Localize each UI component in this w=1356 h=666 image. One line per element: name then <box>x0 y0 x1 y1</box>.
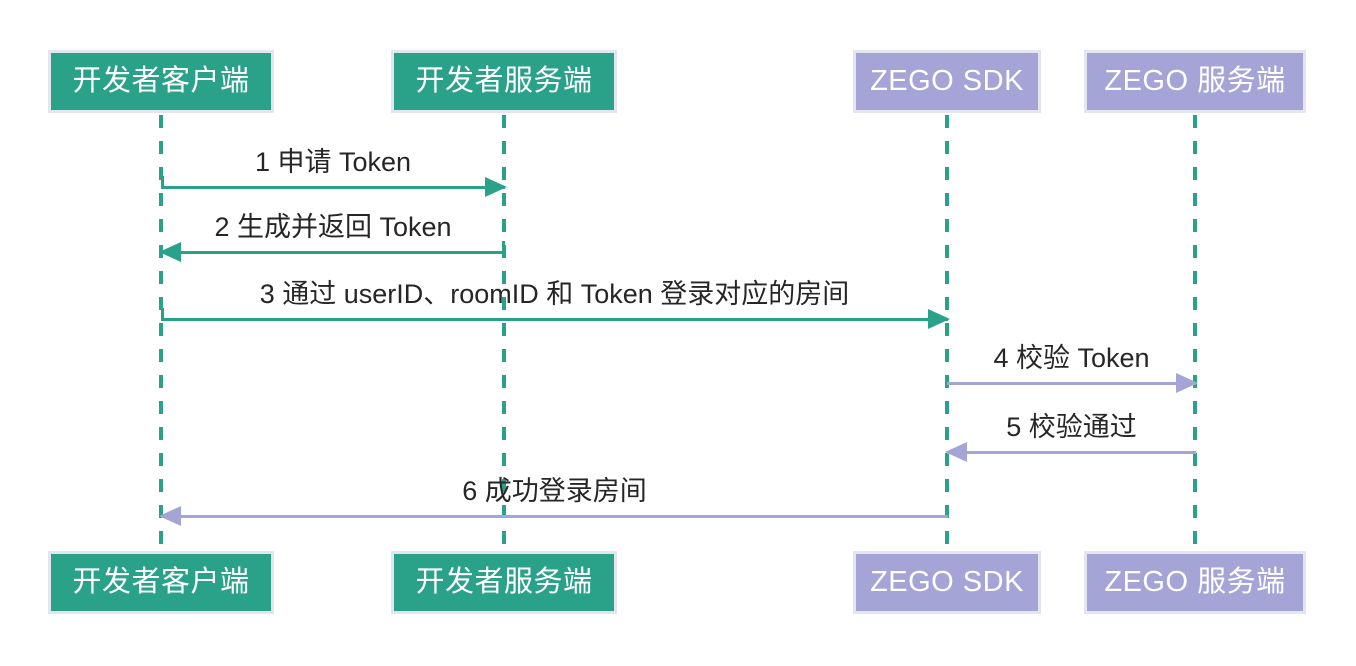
arrowhead-left-icon <box>159 506 181 526</box>
message-cap-start <box>161 176 164 189</box>
participant-label: 开发者服务端 <box>415 566 593 598</box>
lifeline-dev-client <box>159 115 163 549</box>
lifeline-zego-sdk <box>945 115 949 549</box>
participant-footer-dev-server: 开发者服务端 <box>391 551 617 614</box>
participant-label: 开发者服务端 <box>415 65 593 97</box>
message-line <box>947 451 1196 454</box>
participant-label: 开发者客户端 <box>72 566 250 598</box>
participant-label: ZEGO 服务端 <box>1104 65 1286 97</box>
lifeline-dev-server <box>502 115 506 549</box>
participant-header-zego-sdk: ZEGO SDK <box>853 50 1041 113</box>
participant-header-dev-client: 开发者客户端 <box>48 50 274 113</box>
message-label: 5 校验通过 <box>1006 412 1137 443</box>
participant-label: ZEGO SDK <box>870 566 1024 598</box>
participant-label: ZEGO SDK <box>870 65 1024 97</box>
lifeline-zego-server <box>1193 115 1197 549</box>
arrowhead-left-icon <box>159 242 181 262</box>
message-line <box>161 251 505 254</box>
message-line <box>161 186 505 189</box>
message-label: 1 申请 Token <box>254 147 412 178</box>
participant-header-zego-server: ZEGO 服务端 <box>1084 50 1306 113</box>
participant-header-dev-server: 开发者服务端 <box>391 50 617 113</box>
participant-footer-dev-client: 开发者客户端 <box>48 551 274 614</box>
message-cap-end <box>502 241 505 254</box>
message-label: 3 通过 userID、roomID 和 Token 登录对应的房间 <box>259 279 850 310</box>
participant-footer-zego-server: ZEGO 服务端 <box>1084 551 1306 614</box>
message-label: 4 校验 Token <box>993 343 1150 374</box>
message-cap-start <box>161 308 164 321</box>
message-line <box>947 382 1196 385</box>
arrowhead-right-icon <box>928 309 950 329</box>
arrowhead-right-icon <box>1176 373 1198 393</box>
participant-label: ZEGO 服务端 <box>1104 566 1286 598</box>
participant-footer-zego-sdk: ZEGO SDK <box>853 551 1041 614</box>
message-line <box>161 515 948 518</box>
message-label: 2 生成并返回 Token <box>214 212 452 243</box>
arrowhead-right-icon <box>485 177 507 197</box>
arrowhead-left-icon <box>945 442 967 462</box>
message-line <box>161 318 948 321</box>
message-label: 6 成功登录房间 <box>462 476 647 507</box>
participant-label: 开发者客户端 <box>72 65 250 97</box>
